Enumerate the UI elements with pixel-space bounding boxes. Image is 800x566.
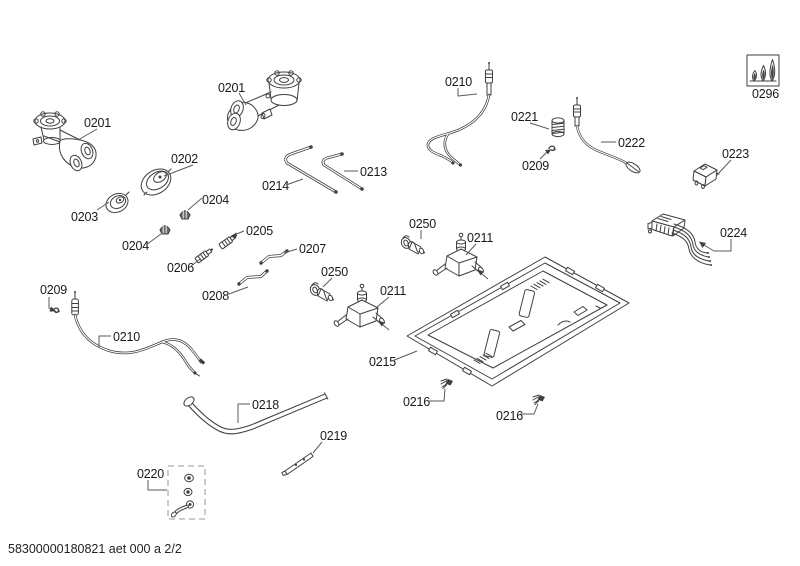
- callout-0204-a: 0204: [187, 193, 229, 211]
- part-number-label: 0208: [202, 289, 229, 303]
- part-number-label: 0204: [202, 193, 229, 207]
- part-number-label: 0219: [320, 429, 347, 443]
- part-number-label: 0209: [522, 159, 549, 173]
- part-0250-igniter-lower: [308, 282, 335, 302]
- part-number-label: 0214: [262, 179, 289, 193]
- part-number-label: 0296: [752, 87, 779, 101]
- part-number-label: 0201: [218, 81, 245, 95]
- part-number-label: 0202: [171, 152, 198, 166]
- callout-0210-left: 0210: [98, 330, 140, 348]
- callout-0250-upper: 0250: [409, 217, 436, 239]
- callout-0220: 0220: [137, 467, 167, 491]
- part-0216-screw-right: [532, 394, 546, 405]
- part-number-label: 0203: [71, 210, 98, 224]
- part-0222-probe: [573, 97, 641, 174]
- callout-0201-burner-top: 0201: [218, 81, 247, 106]
- callout-0202: 0202: [163, 152, 198, 177]
- callout-0250-lower: 0250: [321, 265, 348, 288]
- part-number-label: 0213: [360, 165, 387, 179]
- part-number-label: 0224: [720, 226, 747, 240]
- part-number-label: 0211: [467, 231, 493, 245]
- part-0210-probe-top: [426, 62, 493, 167]
- part-0218-manifold-pipe: [183, 392, 329, 435]
- part-0219-strip: [281, 452, 314, 476]
- part-0207-pipe: [259, 249, 289, 265]
- part-0250-igniter: [400, 235, 425, 255]
- part-0201-burner-left: [32, 111, 97, 172]
- part-number-label: 0223: [722, 147, 749, 161]
- part-number-label: 0209: [40, 283, 67, 297]
- callout-0296: 0296: [752, 87, 779, 101]
- part-number-label: 0207: [299, 242, 326, 256]
- part-number-label: 0210: [445, 75, 472, 89]
- callout-0201-burner-left: 0201: [77, 116, 111, 141]
- part-number-label: 0216: [403, 395, 430, 409]
- callout-0207: 0207: [283, 242, 326, 256]
- callout-0214: 0214: [262, 178, 304, 193]
- callout-0210-top: 0210: [445, 75, 478, 97]
- part-0204-cap: [179, 210, 191, 220]
- part-0213-tube: [321, 152, 364, 191]
- callout-0209-top: 0209: [522, 149, 551, 173]
- document-code: 58300000180821 aet 000 a 2/2: [8, 542, 182, 556]
- part-number-label: 0220: [137, 467, 164, 481]
- part-0223-connector: [692, 163, 720, 189]
- callout-0218: 0218: [237, 398, 279, 423]
- part-number-label: 0201: [84, 116, 111, 130]
- part-number-label: 0215: [369, 355, 396, 369]
- part-0210-cable-left: [71, 291, 206, 377]
- part-number-label: 0218: [252, 398, 279, 412]
- part-number-label: 0211: [380, 284, 406, 298]
- callout-0205: 0205: [230, 224, 273, 239]
- part-number-label: 0210: [113, 330, 140, 344]
- part-number-label: 0250: [321, 265, 348, 279]
- part-0209-clip: [52, 307, 60, 314]
- callout-0209-left: 0209: [40, 283, 67, 312]
- part-0216-screw: [440, 378, 453, 389]
- part-0201-burner-top: [227, 70, 302, 131]
- callout-0221: 0221: [511, 110, 550, 130]
- callout-0213: 0213: [344, 165, 387, 179]
- part-0220-fitting-kit: [167, 465, 206, 520]
- callout-0211-upper: 0211: [465, 231, 494, 256]
- part-0202-burner-cap: [140, 168, 172, 196]
- callout-0208: 0208: [202, 286, 249, 303]
- part-0208-pipe: [237, 269, 269, 286]
- callout-0219: 0219: [312, 429, 347, 454]
- part-0204-cap-b: [159, 225, 171, 235]
- part-number-label: 0250: [409, 217, 436, 231]
- callout-0204-b: 0204: [122, 233, 162, 253]
- callout-0216-left: 0216: [403, 388, 446, 409]
- part-number-label: 0206: [167, 261, 194, 275]
- callout-0224: 0224: [699, 226, 747, 252]
- callout-0216-right: 0216: [496, 403, 539, 423]
- part-number-label: 0222: [618, 136, 645, 150]
- callout-0215: 0215: [369, 350, 418, 369]
- callout-0223: 0223: [715, 147, 749, 177]
- part-0214-tube: [284, 145, 338, 194]
- part-number-label: 0216: [496, 409, 523, 423]
- callout-0222: 0222: [601, 136, 645, 150]
- part-number-label: 0205: [246, 224, 273, 238]
- callout-0206: 0206: [167, 258, 201, 275]
- flame-intensity-symbol: [746, 54, 780, 87]
- callout-0211-lower: 0211: [376, 284, 407, 308]
- callout-0203: 0203: [71, 201, 110, 224]
- part-0224-harness: [647, 213, 712, 266]
- part-0203-burner-cap-small: [105, 191, 130, 214]
- part-number-label: 0204: [122, 239, 149, 253]
- part-0221-spring: [551, 117, 565, 138]
- part-0215-tray: [406, 256, 630, 387]
- part-0211-gas-valve: [432, 232, 489, 280]
- part-number-label: 0221: [511, 110, 538, 124]
